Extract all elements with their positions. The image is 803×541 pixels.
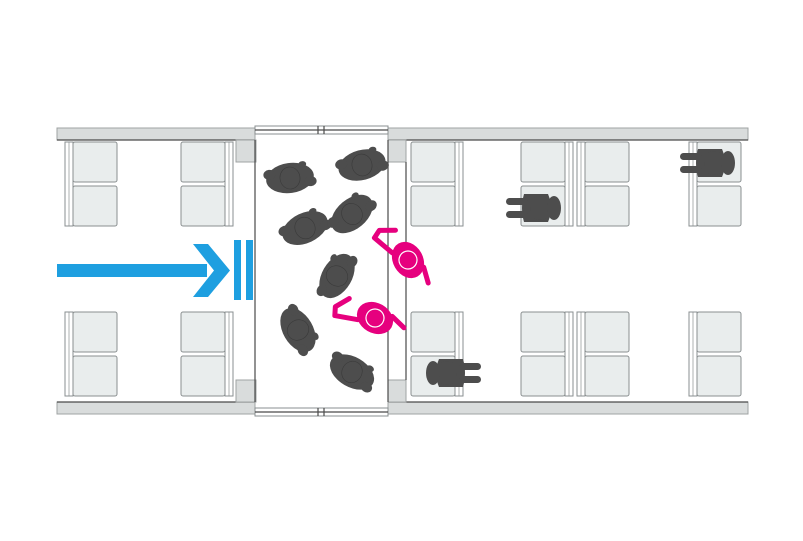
person-topview-icon xyxy=(371,227,431,286)
double-bar-gate-icon xyxy=(234,240,253,300)
seat-pair xyxy=(410,141,464,227)
seat-pair xyxy=(180,141,234,227)
top-wall-left xyxy=(56,127,256,141)
person-topview-icon xyxy=(327,192,377,234)
pillar xyxy=(235,139,257,163)
bottom-wall-left xyxy=(56,401,256,415)
person-topview-icon xyxy=(335,146,389,181)
person-topview-icon xyxy=(680,149,735,177)
flow-arrow xyxy=(57,244,230,297)
car-walls xyxy=(56,125,749,417)
person-topview-icon xyxy=(280,303,319,357)
seat-pair xyxy=(64,141,118,227)
person-topview-icon xyxy=(316,253,358,299)
person-topview-icon xyxy=(263,161,317,194)
passengers xyxy=(263,146,735,393)
pillar xyxy=(387,379,407,403)
seat-pair xyxy=(180,311,234,397)
arrow-head-icon xyxy=(193,244,230,297)
person-topview-icon xyxy=(506,194,561,222)
arrow-right-icon xyxy=(57,264,207,277)
seat-pair xyxy=(576,141,630,227)
seat-pair xyxy=(576,311,630,397)
bottom-wall-right xyxy=(387,401,749,415)
seat-pair xyxy=(688,311,742,397)
top-wall-right xyxy=(387,127,749,141)
person-topview-icon xyxy=(329,351,375,393)
person-topview-icon xyxy=(426,359,481,387)
seat-pair xyxy=(64,311,118,397)
person-topview-icon xyxy=(278,208,332,245)
person-topview-icon xyxy=(332,296,407,335)
pillar xyxy=(387,139,407,163)
seat-pair xyxy=(520,311,574,397)
pillar xyxy=(235,379,257,403)
